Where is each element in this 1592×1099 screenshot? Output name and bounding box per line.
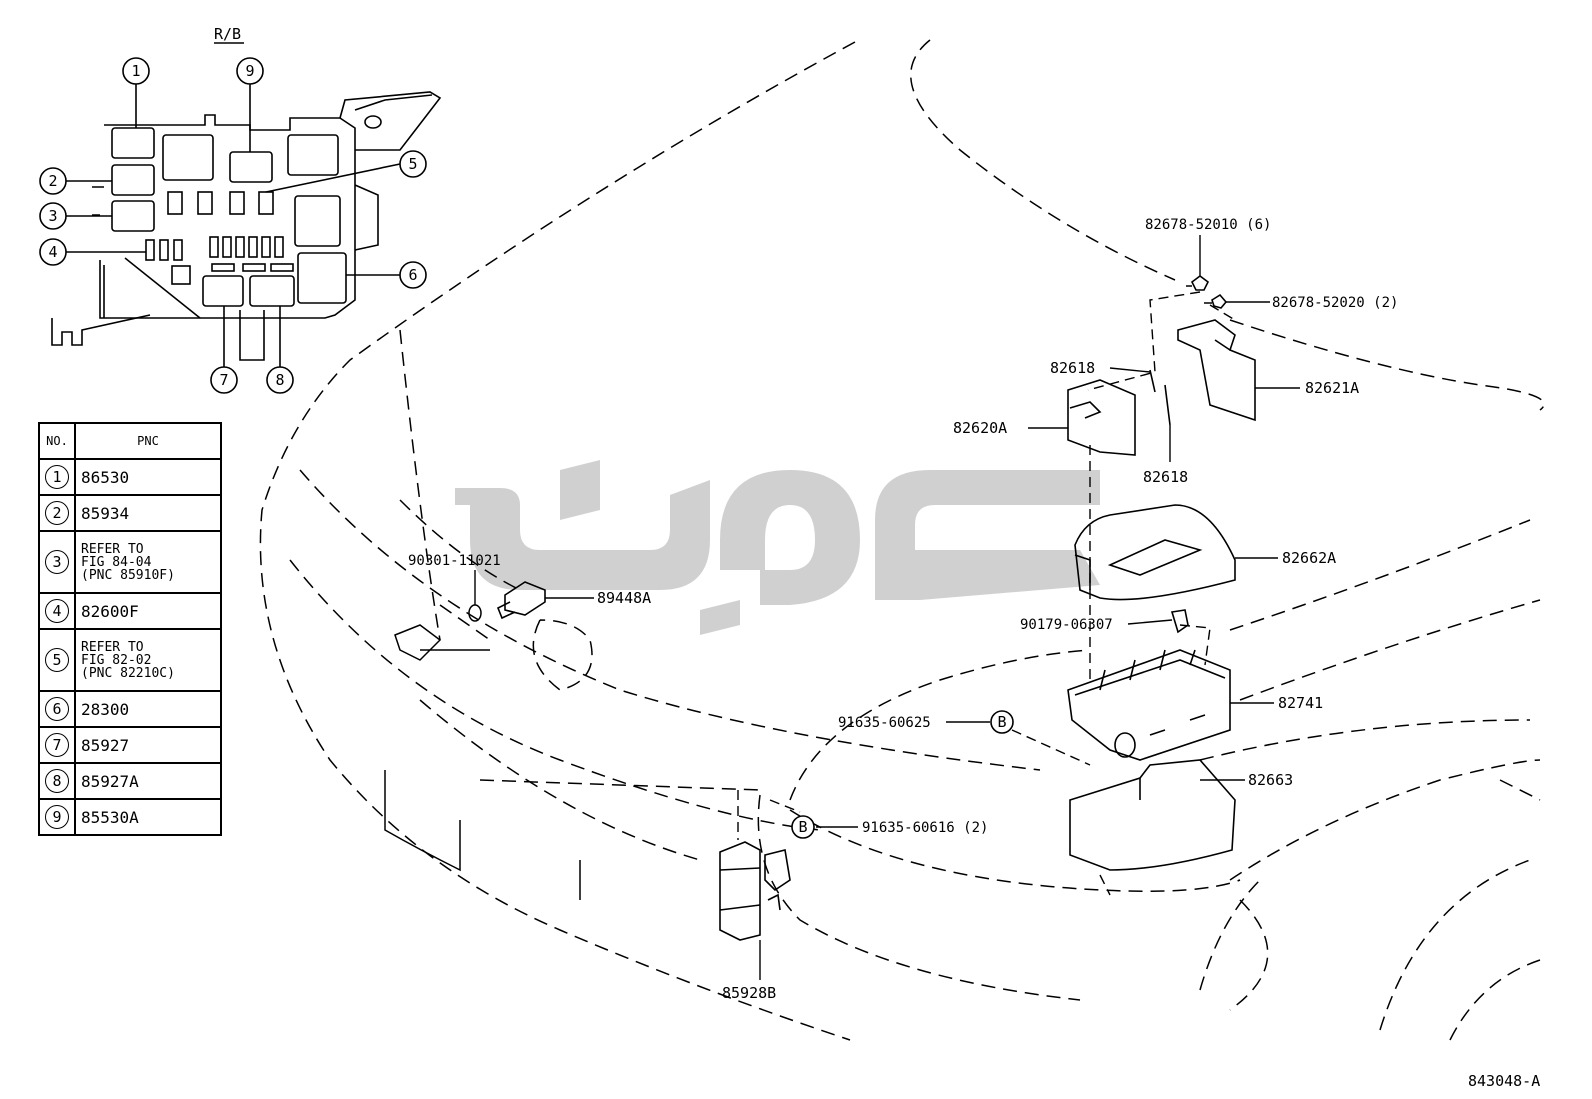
label-89448A: 89448A	[597, 589, 651, 607]
label-82618-top: 82618	[1050, 359, 1095, 377]
ref-b-lower: B	[798, 818, 807, 836]
label-82663: 82663	[1248, 771, 1293, 789]
callout-group: 1 9 2 3 4 5 6 7 8	[39, 57, 427, 394]
row-pnc: 85530A	[74, 798, 222, 836]
label-82618-bottom: 82618	[1143, 468, 1188, 486]
table-header-no: NO.	[38, 422, 76, 460]
row-number: 4	[45, 599, 69, 623]
row-pnc: REFER TO FIG 82-02 (PNC 82210C)	[74, 628, 222, 692]
table-header-pnc: PNC	[74, 422, 222, 460]
ref-b-upper: B	[997, 713, 1006, 731]
callout-4: 4	[48, 243, 57, 261]
reference-markers: B B	[791, 710, 1014, 839]
label-90301-11021: 90301-11021	[408, 553, 501, 569]
label-82678-52020: 82678-52020 (2)	[1272, 295, 1398, 311]
callout-2: 2	[48, 172, 57, 190]
table-row: 4 82600F	[38, 592, 222, 630]
row-number: 8	[45, 769, 69, 793]
callout-5: 5	[408, 155, 417, 173]
label-82678-52010: 82678-52010 (6)	[1145, 217, 1271, 233]
row-pnc: 86530	[74, 458, 222, 496]
label-82621A: 82621A	[1305, 379, 1359, 397]
label-90179-06307: 90179-06307	[1020, 617, 1113, 633]
callout-6: 6	[408, 266, 417, 284]
label-91635-60625: 91635-60625	[838, 715, 931, 731]
watermark-logo	[455, 460, 1100, 635]
table-row: 2 85934	[38, 494, 222, 532]
row-number: 5	[45, 648, 69, 672]
table-row: 1 86530	[38, 458, 222, 496]
row-pnc: 28300	[74, 690, 222, 728]
callout-9: 9	[245, 62, 254, 80]
callout-8: 8	[275, 371, 284, 389]
table-row: 9 85530A	[38, 798, 222, 836]
row-number: 6	[45, 697, 69, 721]
part-labels: 82678-52010 (6) 82678-52020 (2) 82618 82…	[408, 217, 1540, 1090]
figure-code: 843048-A	[1468, 1072, 1540, 1090]
table-row: 6 28300	[38, 690, 222, 728]
row-number: 9	[45, 805, 69, 829]
vehicle-body-outline	[259, 39, 1545, 1041]
row-number: 2	[45, 501, 69, 525]
row-pnc: 85927A	[74, 762, 222, 800]
label-82662A: 82662A	[1282, 549, 1336, 567]
relay-block-drawing: R/B	[51, 25, 442, 368]
label-82741: 82741	[1278, 694, 1323, 712]
pnc-table: NO. PNC 1 86530 2 85934 3 REFER TO FIG 8…	[38, 422, 222, 836]
table-row: 3 REFER TO FIG 84-04 (PNC 85910F)	[38, 530, 222, 594]
table-row: 5 REFER TO FIG 82-02 (PNC 82210C)	[38, 628, 222, 692]
row-number: 1	[45, 465, 69, 489]
callout-3: 3	[48, 207, 57, 225]
callout-1: 1	[131, 62, 140, 80]
row-pnc: 85934	[74, 494, 222, 532]
row-pnc: 82600F	[74, 592, 222, 630]
label-82620A: 82620A	[953, 419, 1007, 437]
callout-7: 7	[219, 371, 228, 389]
part-leaders	[474, 235, 1300, 980]
table-row: 7 85927	[38, 726, 222, 764]
label-91635-60616: 91635-60616 (2)	[862, 820, 988, 836]
table-row: 8 85927A	[38, 762, 222, 800]
relay-block-label: R/B	[214, 25, 241, 43]
row-pnc: REFER TO FIG 84-04 (PNC 85910F)	[74, 530, 222, 594]
row-pnc: 85927	[74, 726, 222, 764]
row-number: 3	[45, 550, 69, 574]
label-85928B: 85928B	[722, 984, 776, 1002]
row-number: 7	[45, 733, 69, 757]
body-details	[384, 604, 581, 900]
